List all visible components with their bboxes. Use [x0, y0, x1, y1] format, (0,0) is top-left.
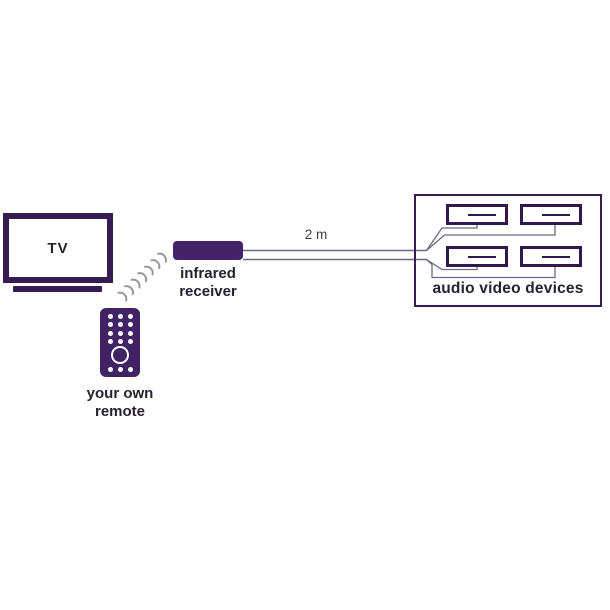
- device-unit: [520, 246, 582, 267]
- remote-button-dot: [127, 330, 133, 336]
- remote-button-dot: [127, 314, 133, 319]
- device-unit: [520, 204, 582, 225]
- remote-button-dot: [117, 322, 123, 328]
- remote-control: [100, 308, 140, 377]
- remote-bottom-buttons: [107, 366, 133, 372]
- device-port-dash: [468, 213, 496, 216]
- device-port-dash: [542, 213, 570, 216]
- device-unit: [446, 246, 508, 267]
- device-port-dash: [468, 255, 496, 258]
- tv-stand: [13, 286, 102, 292]
- remote-button-dot: [107, 314, 113, 319]
- remote-button-dot: [107, 366, 113, 372]
- remote-button-dot: [117, 314, 123, 319]
- devices-label: audio video devices: [432, 280, 584, 297]
- remote-ok-ring: [111, 346, 129, 364]
- remote-button-dot: [117, 338, 123, 344]
- signal-waves-icon: [117, 252, 167, 302]
- receiver-label: infrared receiver: [179, 265, 237, 300]
- remote-label: your own remote: [86, 385, 154, 420]
- tv-label: TV: [47, 239, 69, 257]
- device-unit: [446, 204, 508, 225]
- device-port-dash: [542, 255, 570, 258]
- remote-button-dot: [127, 338, 133, 344]
- infrared-receiver: [173, 241, 243, 260]
- remote-button-dot: [107, 322, 113, 328]
- remote-button-dot: [117, 330, 123, 336]
- remote-button-dot: [127, 322, 133, 328]
- remote-button-grid: [107, 314, 133, 344]
- remote-button-dot: [107, 338, 113, 344]
- remote-button-dot: [107, 330, 113, 336]
- cable-length-label: 2 m: [304, 227, 328, 242]
- remote-button-dot: [127, 366, 133, 372]
- remote-button-dot: [117, 366, 123, 372]
- cable-lines: [243, 249, 427, 261]
- tv: TV: [3, 213, 113, 283]
